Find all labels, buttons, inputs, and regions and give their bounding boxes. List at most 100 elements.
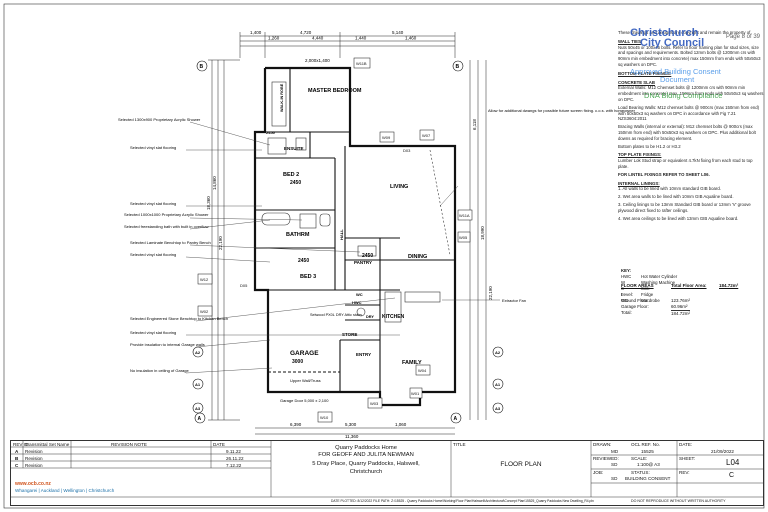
- dim-left-1: 18,360: [206, 196, 211, 210]
- dim-top-2: 4,720: [300, 30, 312, 35]
- key-code: HWC: [621, 274, 632, 280]
- window-tag-w09: W09: [382, 135, 391, 140]
- company-offices: Whangarei | Auckland | Wellington | Chri…: [15, 488, 115, 493]
- drawn-label: DRAWN:: [593, 442, 612, 447]
- dim-top-3: 5,140: [392, 30, 404, 35]
- window-tag-d05: D05: [240, 283, 248, 288]
- area-value: 60.96m²: [671, 304, 688, 310]
- footer-reproduce: DO NOT REPRODUCE WITHOUT WRITTEN AUTHORI…: [631, 499, 726, 503]
- room-dining: DINING: [408, 254, 427, 260]
- project-name: Quarry Paddocks Home: [335, 445, 397, 451]
- height-ensuite: 2450: [266, 130, 276, 135]
- left-dimensions: [208, 59, 240, 421]
- project-address: 5 Dray Place, Quarry Paddocks, Halswell,: [312, 461, 420, 467]
- notes-lining-1: 1. All walls to be lined with 10mm stand…: [618, 186, 721, 192]
- callout-kitchen-bench: Selected Engineered Stone Benchtop to Ki…: [130, 316, 228, 321]
- area-row: Total:184.72m²: [621, 310, 761, 317]
- stamp-line2: Document: [660, 75, 695, 84]
- grid-mark-a-right: A: [454, 416, 458, 422]
- dim-top-4: 1,260: [268, 36, 280, 41]
- notes-bottom-heading: BOTTOM PLATE FIXINGS:: [618, 70, 672, 76]
- rev-c-name: Revision: [25, 463, 43, 468]
- dim-left-3: 22,190: [218, 236, 223, 250]
- sheet-value: L04: [726, 458, 740, 467]
- garage-door-label: Garage Door 5,000 x 2,100: [280, 398, 329, 403]
- rev-label: REV:: [679, 470, 690, 475]
- callout-flooring-4: Selected vinyl slat flooring: [130, 330, 176, 335]
- rev-b-id: B: [15, 456, 19, 461]
- key-desc: Hot Water Cylinder: [641, 274, 678, 280]
- key-title: KEY:: [621, 268, 631, 273]
- total-floor-area: 184.72m²: [719, 283, 739, 288]
- notes-top-heading: TOP PLATE FIXINGS:: [618, 152, 662, 158]
- callout-flooring-3: Selected vinyl slat flooring: [130, 252, 176, 257]
- window-tag-w11b: W11B: [356, 61, 367, 66]
- grid-mark-a3-left: A3: [195, 406, 201, 411]
- room-bathroom: BATHRM: [286, 232, 310, 238]
- key-code: WD: [621, 298, 629, 304]
- notes-lining-4: 4. Wet area ceilings to be lined with 13…: [618, 215, 739, 221]
- window-tag-w07: W07: [422, 133, 431, 138]
- upper-wall-label: Upper Wall/Truss: [290, 378, 321, 383]
- window-tag-w01: W01: [411, 391, 420, 396]
- status-value: BUILDING CONSENT: [625, 476, 671, 481]
- project-client: FOR GEOFF AND JULITA NEWMAN: [318, 452, 414, 458]
- title-label: TITLE: [453, 442, 466, 447]
- notes-copyright: These drawings and designs are copyright…: [618, 30, 751, 35]
- dim-top-5: 4,440: [312, 36, 324, 41]
- room-kitchen: KITCHEN: [382, 314, 405, 320]
- sheet-label: SHEET:: [679, 456, 696, 461]
- top-dimensions: [239, 32, 456, 58]
- rev-c-id: C: [15, 463, 19, 468]
- notes-wall-ties-heading: WALL TIES: [618, 38, 641, 44]
- dim-top-6: 1,440: [355, 36, 367, 41]
- area-label: Ground Floor:: [621, 298, 649, 304]
- window-tag-w04: W04: [418, 368, 427, 373]
- dim-bottom-3: 1,060: [395, 422, 407, 427]
- construction-notes: These drawings and designs are copyright…: [618, 30, 764, 223]
- stamp-page: Page 8 of 39: [725, 34, 760, 40]
- room-pantry: PANTRY: [354, 260, 372, 265]
- status-label: STATUS:: [631, 470, 650, 475]
- grid-mark-b-left: B: [200, 64, 204, 70]
- room-ensuite: ENSUITE: [284, 146, 304, 151]
- dim-top-7: 1,460: [405, 36, 417, 41]
- stamp-council-line1: Christchurch: [630, 27, 699, 39]
- window-tag-d03: D03: [403, 148, 411, 153]
- notes-linings-heading: INTERNAL LININGS:: [618, 180, 660, 186]
- date-label: DATE:: [679, 442, 693, 447]
- window-tags: W11B W07 W09 D03 W11A W05 W04 W03 W01 W0…: [197, 57, 473, 423]
- attic-stairs-label: Selwood PX0L DRY Attic stairs: [310, 313, 362, 317]
- project-city: Christchurch: [349, 469, 383, 475]
- total-floor-area-label: Total Floor Area:: [671, 283, 707, 288]
- notes-lining-2: 2. Wet area walls to be lined with 10mm …: [618, 194, 734, 200]
- reviewed-label: REVIEWED:: [593, 456, 619, 461]
- area-value: 123.76m²: [671, 298, 691, 304]
- rev-a-date: 9.11.22: [226, 449, 241, 454]
- grid-mark-a1-right: A1: [495, 382, 501, 387]
- key-code: S: [621, 286, 624, 292]
- room-dry: DRY: [366, 315, 374, 319]
- rev-c-date: 7.12.22: [226, 463, 242, 468]
- dim-left-2: 14,860: [212, 176, 217, 190]
- height-bed2: 2450: [290, 180, 301, 186]
- room-garage: GARAGE: [290, 350, 319, 357]
- dim-bottom-1: 6,390: [290, 422, 302, 427]
- notes-lining-3: 3. Ceiling linings to be 13mm Standard G…: [618, 201, 751, 213]
- callout-extractor: Extractor Fan: [502, 298, 526, 303]
- height-pantry: 2450: [362, 253, 373, 259]
- sheet-border: [3, 3, 765, 509]
- ocl-ref-value: 15525: [641, 449, 654, 454]
- dim-bottom-4: 11,360: [345, 434, 359, 439]
- dim-top-8: 2,000x1,400: [305, 58, 330, 63]
- exterior-walls: [253, 66, 457, 407]
- grid-mark-a-left: A: [198, 416, 202, 422]
- ocl-ref-label: OCL REF. No.: [631, 442, 660, 447]
- area-row: Garage Floor:60.96m²: [621, 304, 761, 310]
- height-garage: 3000: [292, 359, 303, 365]
- callout-shower-2: Selected 1000x1000 Proprietary Acrylic S…: [124, 212, 209, 217]
